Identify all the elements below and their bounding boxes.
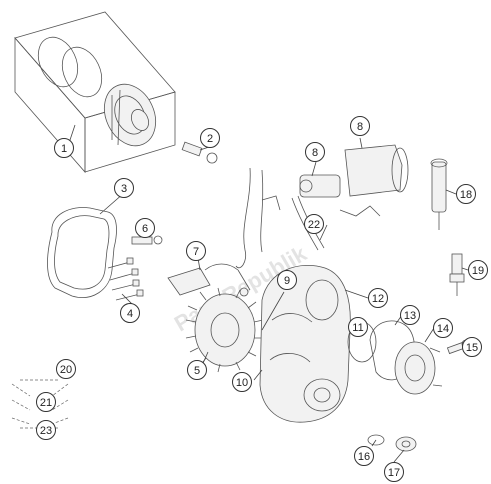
svg-text:6: 6 [142,223,148,235]
svg-text:19: 19 [472,265,484,277]
callout-3: 3 [114,178,134,198]
callout-18: 18 [456,184,476,204]
bolts-part-4 [107,257,144,301]
callout-7: 7 [186,241,206,261]
callout-9: 9 [277,270,297,290]
svg-text:22: 22 [308,219,320,231]
svg-text:16: 16 [358,451,370,463]
svg-text:21: 21 [40,397,52,409]
svg-text:9: 9 [284,275,290,287]
callout-21: 21 [36,392,56,412]
callout-17: 17 [384,462,404,482]
callout-4: 4 [120,303,140,323]
callout-20: 20 [56,359,76,379]
svg-text:8: 8 [357,121,363,133]
callout-12: 12 [368,288,388,308]
svg-text:14: 14 [437,323,449,335]
screw-part-2 [181,141,218,164]
washer-part-16 [367,434,385,446]
callout-11: 11 [348,317,368,337]
svg-text:5: 5 [194,365,200,377]
svg-text:12: 12 [372,293,384,305]
callout-1: 1 [54,138,74,158]
callout-22: 22 [304,214,324,234]
callout-5: 5 [187,360,207,380]
callout-19: 19 [468,260,488,280]
svg-text:15: 15 [466,342,478,354]
callout-8-b: 8 [350,116,370,136]
spark-plug-part-19 [449,253,465,296]
callout-13: 13 [400,305,420,325]
svg-text:10: 10 [236,377,248,389]
svg-text:23: 23 [40,425,52,437]
svg-text:3: 3 [121,183,127,195]
plug-cap-part-18 [430,158,448,230]
svg-text:7: 7 [193,246,199,258]
svg-text:13: 13 [404,310,416,322]
svg-text:17: 17 [388,467,400,479]
callouts: 1 2 3 4 5 6 7 8 8 9 10 11 12 13 14 15 16… [36,116,488,482]
callout-15: 15 [462,337,482,357]
svg-text:2: 2 [207,133,213,145]
svg-text:11: 11 [352,322,363,334]
svg-text:20: 20 [60,364,72,376]
callout-23: 23 [36,420,56,440]
flywheel-assembly [14,11,176,174]
callout-6: 6 [135,218,155,238]
wiring-harness [235,167,251,269]
callout-14: 14 [433,318,453,338]
svg-text:4: 4 [127,308,133,320]
callout-10: 10 [232,372,252,392]
plug-part-17 [395,436,417,452]
callout-8-a: 8 [305,142,325,162]
stator-part-5 [185,287,264,373]
gasket-part-3 [47,207,117,298]
svg-text:8: 8 [312,147,318,159]
callout-2: 2 [200,128,220,148]
ignition-cover-part-10 [259,264,351,423]
pickup-part-7 [167,263,251,297]
starter-motor-part-8 [299,144,409,217]
callout-16: 16 [354,446,374,466]
svg-text:18: 18 [460,189,472,201]
flywheel-rotor [103,83,157,147]
svg-text:1: 1 [61,143,67,155]
cover-plate-part-14 [394,341,443,395]
